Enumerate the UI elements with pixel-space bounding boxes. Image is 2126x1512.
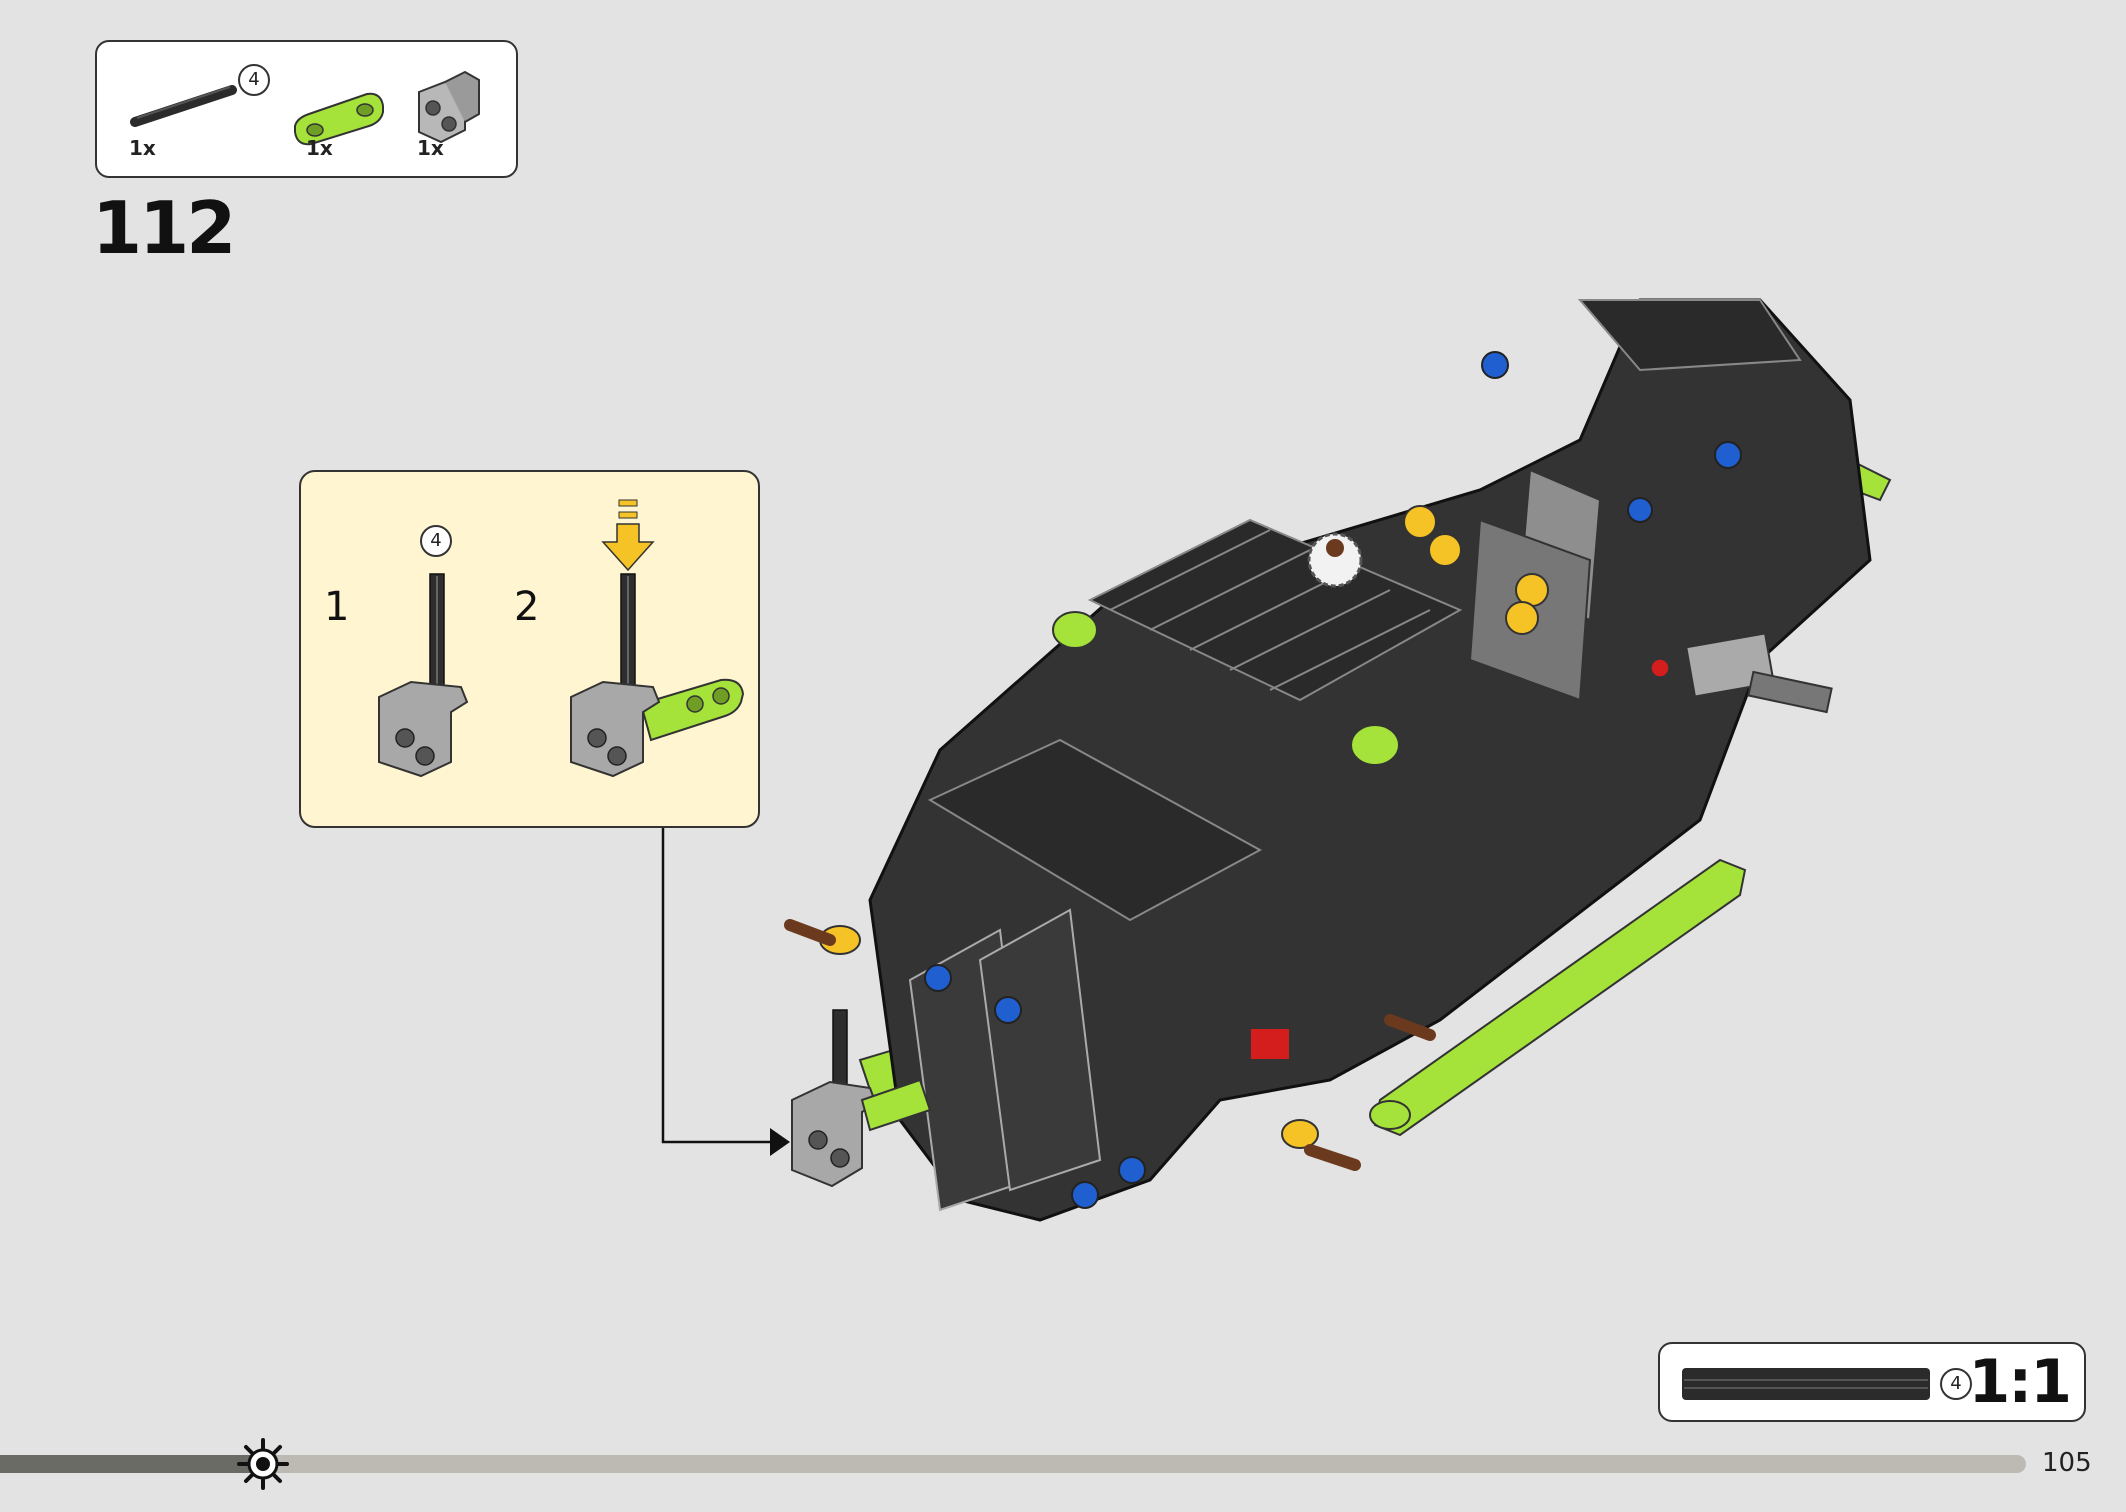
- gray-connector-qty: 1x: [417, 136, 444, 160]
- lime-beam-qty: 1x: [306, 136, 333, 160]
- axle-qty: 1x: [129, 136, 156, 160]
- gray-connector-part-icon: [418, 70, 480, 144]
- progress-fill: [0, 1455, 263, 1473]
- scale-label: 1:1: [1968, 1347, 2072, 1417]
- subassembly-box: 1 2 4: [299, 470, 760, 828]
- progress-gear-icon: [237, 1438, 289, 1490]
- parts-list-box: 4 1x 1x 1x: [95, 40, 518, 178]
- callout-arrowhead-icon: [770, 1128, 790, 1156]
- substep-axle-length-badge: 4: [420, 525, 452, 557]
- vehicle-chassis-icon: [784, 298, 1892, 1222]
- substep-2-assembly-icon: [570, 573, 745, 778]
- substep-1-assembly-icon: [378, 573, 469, 778]
- substep-illustrations: [378, 499, 745, 778]
- scale-indicator-box: 4 1:1: [1658, 1342, 2086, 1422]
- callout-connector-line: [661, 828, 770, 1144]
- axle-part-icon: [130, 85, 237, 127]
- page-number: 105: [2042, 1448, 2092, 1478]
- substep-number-2: 2: [514, 584, 540, 630]
- substep-number-1: 1: [324, 584, 350, 630]
- scale-axle-icon: [1682, 1368, 1930, 1400]
- scale-axle-length-badge: 4: [1940, 1368, 1972, 1400]
- yellow-down-arrow-icon: [601, 499, 655, 572]
- step-number: 112: [92, 186, 236, 270]
- lime-beam-part-icon: [294, 92, 384, 146]
- axle-length-badge: 4: [238, 64, 270, 96]
- parts-illustrations: [130, 70, 480, 146]
- progress-track: [0, 1455, 2026, 1473]
